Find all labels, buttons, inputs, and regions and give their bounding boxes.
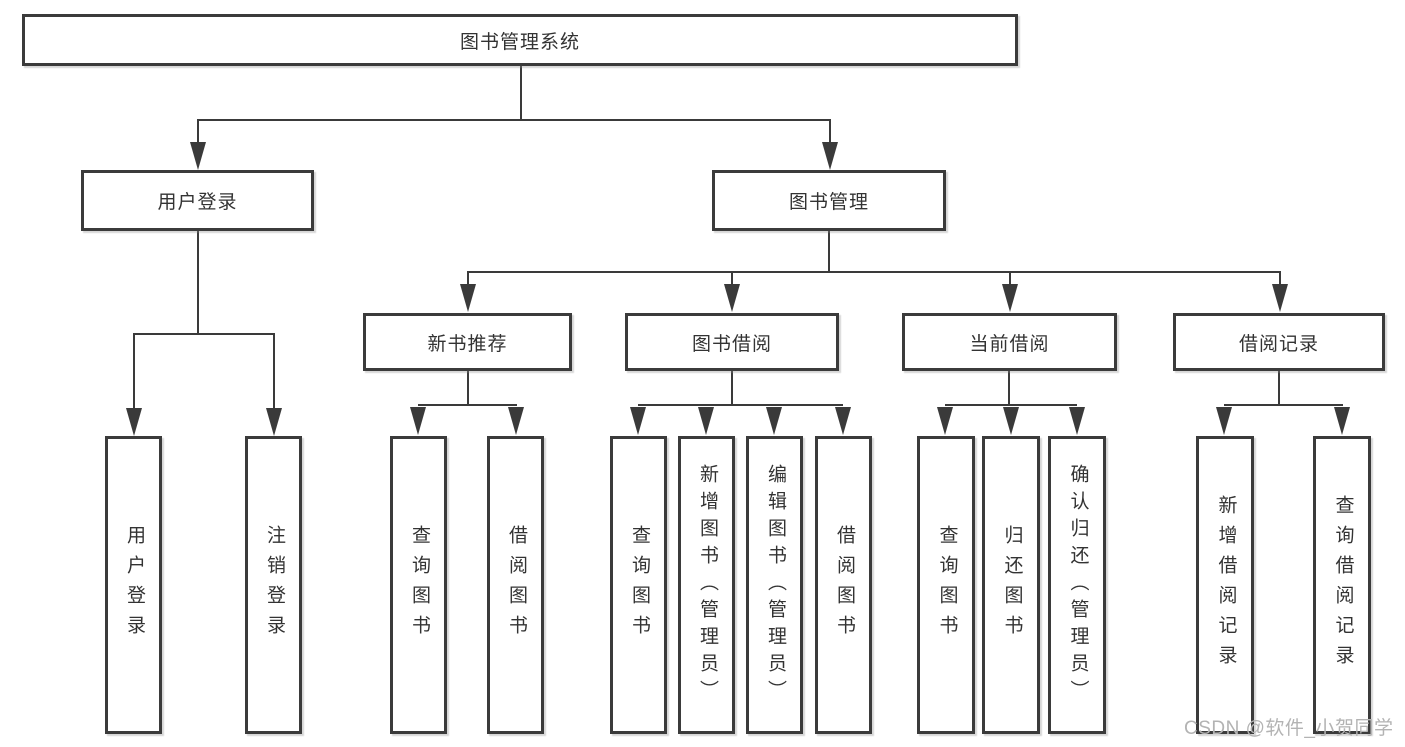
leaf-query-books-borrow-label: 查询图书	[628, 525, 650, 645]
leaf-logout: 注销登录	[245, 436, 302, 734]
leaf-add-books-admin-label: 新增图书（管理员）	[696, 463, 718, 707]
leaf-query-books-current-label: 查询图书	[936, 525, 958, 645]
connector-line	[520, 66, 522, 121]
connector-line	[197, 119, 831, 121]
connector-line	[731, 273, 733, 285]
leaf-query-borrow-record-label: 查询借阅记录	[1332, 495, 1354, 675]
connector-line	[1008, 371, 1010, 406]
arrowhead-down-icon	[126, 408, 142, 436]
leaf-add-borrow-record-label: 新增借阅记录	[1215, 495, 1237, 675]
node-borrow-records-label: 借阅记录	[1238, 333, 1319, 355]
node-new-book-recommend: 新书推荐	[363, 313, 572, 371]
node-new-book-recommend-label: 新书推荐	[427, 333, 508, 355]
arrowhead-down-icon	[508, 407, 524, 435]
csdn-watermark: CSDN @软件_小贺同学	[1184, 718, 1394, 739]
node-root: 图书管理系统	[22, 14, 1018, 66]
connector-line	[945, 404, 1077, 406]
connector-line	[1278, 371, 1280, 406]
arrowhead-down-icon	[1002, 284, 1018, 312]
arrowhead-down-icon	[937, 407, 953, 435]
connector-line	[467, 271, 1281, 273]
node-user-login: 用户登录	[81, 170, 314, 231]
connector-line	[273, 335, 275, 408]
connector-line	[731, 371, 733, 406]
arrowhead-down-icon	[1216, 407, 1232, 435]
arrowhead-down-icon	[1272, 284, 1288, 312]
arrowhead-down-icon	[1003, 407, 1019, 435]
arrowhead-down-icon	[724, 284, 740, 312]
leaf-return-books-label: 归还图书	[1001, 525, 1023, 645]
leaf-user-login: 用户登录	[105, 436, 162, 734]
arrowhead-down-icon	[190, 142, 206, 170]
arrowhead-down-icon	[822, 142, 838, 170]
connector-line	[828, 231, 830, 273]
arrowhead-down-icon	[410, 407, 426, 435]
leaf-query-books-recommend-label: 查询图书	[408, 525, 430, 645]
leaf-add-books-admin: 新增图书（管理员）	[678, 436, 735, 734]
connector-line	[133, 335, 135, 408]
connector-line	[418, 404, 517, 406]
node-book-management-label: 图书管理	[788, 192, 869, 213]
leaf-confirm-return-admin: 确认归还（管理员）	[1048, 436, 1106, 734]
arrowhead-down-icon	[266, 408, 282, 436]
node-book-management: 图书管理	[712, 170, 946, 231]
arrowhead-down-icon	[766, 407, 782, 435]
connector-line	[829, 121, 831, 143]
connector-line	[467, 273, 469, 285]
node-current-borrow: 当前借阅	[902, 313, 1117, 371]
connector-line	[133, 333, 275, 335]
connector-line	[197, 231, 199, 334]
leaf-borrow-books-label: 借阅图书	[833, 525, 855, 645]
leaf-borrow-books-recommend-label: 借阅图书	[505, 525, 527, 645]
arrowhead-down-icon	[1069, 407, 1085, 435]
leaf-query-books-borrow: 查询图书	[610, 436, 667, 734]
connector-line	[638, 404, 843, 406]
arrowhead-down-icon	[630, 407, 646, 435]
leaf-add-borrow-record: 新增借阅记录	[1196, 436, 1254, 734]
leaf-query-borrow-record: 查询借阅记录	[1313, 436, 1371, 734]
node-book-borrow-label: 图书借阅	[691, 333, 772, 355]
leaf-borrow-books-recommend: 借阅图书	[487, 436, 544, 734]
node-current-borrow-label: 当前借阅	[969, 333, 1050, 355]
leaf-logout-label: 注销登录	[263, 525, 285, 645]
leaf-edit-books-admin: 编辑图书（管理员）	[746, 436, 803, 734]
leaf-query-books-current: 查询图书	[917, 436, 975, 734]
arrowhead-down-icon	[835, 407, 851, 435]
leaf-edit-books-admin-label: 编辑图书（管理员）	[764, 463, 786, 707]
node-user-login-label: 用户登录	[157, 192, 238, 213]
connector-line	[467, 371, 469, 406]
connector-line	[1009, 273, 1011, 285]
leaf-user-login-label: 用户登录	[123, 525, 145, 645]
leaf-return-books: 归还图书	[982, 436, 1040, 734]
connector-line	[1279, 273, 1281, 285]
leaf-borrow-books: 借阅图书	[815, 436, 872, 734]
leaf-query-books-recommend: 查询图书	[390, 436, 447, 734]
node-root-label: 图书管理系统	[459, 31, 580, 53]
arrowhead-down-icon	[1334, 407, 1350, 435]
arrowhead-down-icon	[698, 407, 714, 435]
node-borrow-records: 借阅记录	[1173, 313, 1385, 371]
connector-line	[1224, 404, 1343, 406]
node-book-borrow: 图书借阅	[625, 313, 839, 371]
leaf-confirm-return-admin-label: 确认归还（管理员）	[1067, 463, 1089, 707]
connector-line	[197, 121, 199, 143]
arrowhead-down-icon	[460, 284, 476, 312]
